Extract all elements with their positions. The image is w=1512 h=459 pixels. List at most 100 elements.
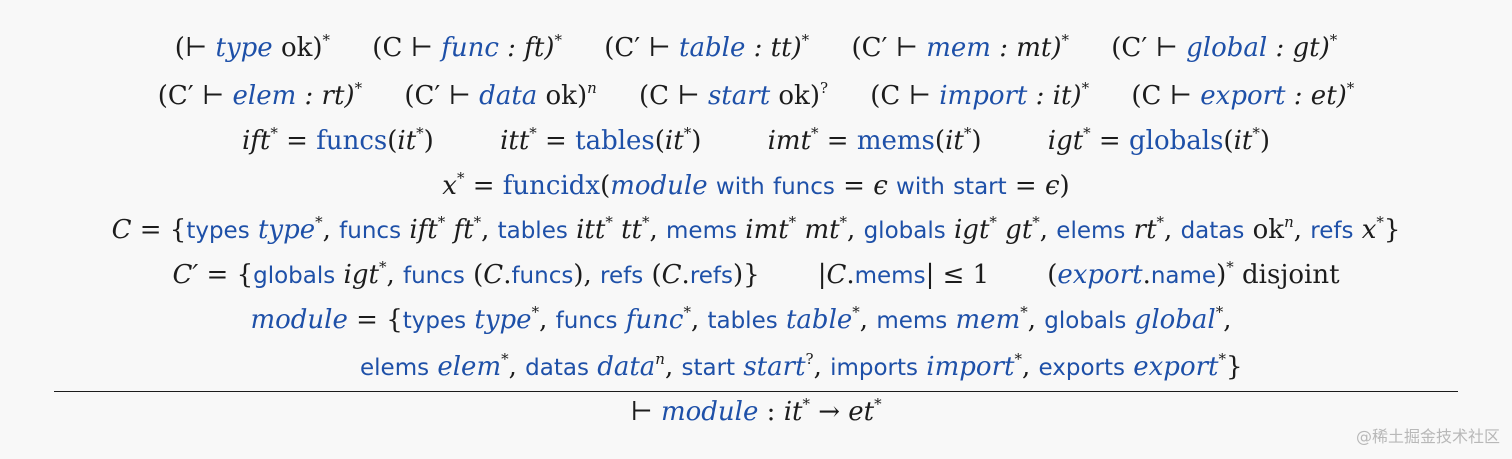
premise-keyword: mem bbox=[926, 33, 991, 63]
equation-fn: funcs bbox=[316, 126, 388, 156]
field-value: ft bbox=[453, 215, 474, 245]
funcidx-start: start bbox=[953, 174, 1007, 200]
field-value: func bbox=[625, 305, 684, 335]
premise-keyword: elem bbox=[232, 81, 297, 111]
field-value: ift bbox=[409, 215, 438, 245]
premise-start: (C ⊢ start ok)? bbox=[639, 81, 828, 112]
field-value: elem bbox=[437, 352, 502, 382]
watermark: @稀土掘金技术社区 bbox=[1355, 427, 1500, 446]
field-value: C bbox=[483, 260, 504, 290]
premise-open: (C′ ⊢ bbox=[157, 81, 233, 111]
mems-bound: ≤ 1 bbox=[942, 260, 990, 290]
premise-open: (C′ ⊢ bbox=[1111, 33, 1187, 63]
premise-sup: * bbox=[322, 31, 331, 49]
equation-lhs: imt bbox=[767, 126, 812, 156]
field-refs: refs bbox=[600, 263, 644, 289]
premise-elem: (C′ ⊢ elem : rt)* bbox=[157, 79, 363, 112]
field-start: start bbox=[681, 355, 736, 381]
export-var: export bbox=[1057, 260, 1143, 290]
premise-func: (C ⊢ func : ft)* bbox=[372, 31, 562, 64]
field-value: rt bbox=[1133, 215, 1157, 245]
premise-table: (C′ ⊢ table : tt)* bbox=[604, 31, 810, 64]
premise-keyword: data bbox=[479, 81, 538, 111]
field-funcs: funcs bbox=[511, 263, 574, 289]
inference-bar bbox=[54, 391, 1458, 392]
premise-keyword: table bbox=[679, 33, 746, 63]
premise-global: (C′ ⊢ global : gt)* bbox=[1111, 33, 1337, 64]
premise-line-8: elems elem*, datas datan, start start?, … bbox=[360, 350, 1243, 383]
premise-rest: : et) bbox=[1285, 81, 1347, 111]
premise-type-ok: (⊢ type ok)* bbox=[175, 31, 331, 64]
field-refs: refs bbox=[1310, 218, 1354, 244]
premise-rest: ok) bbox=[770, 81, 820, 111]
field-mems: mems bbox=[854, 263, 926, 289]
equation-op: = bbox=[1090, 126, 1129, 156]
premise-sup: * bbox=[1061, 31, 1070, 49]
field-funcs: funcs bbox=[555, 308, 618, 334]
premise-rest: : rt) bbox=[296, 81, 355, 111]
premise-export: (C ⊢ export : et)* bbox=[1131, 79, 1355, 112]
premise-line-6: C′ = {globals igt*, funcs (C.funcs), ref… bbox=[172, 258, 1340, 291]
equation-op: = bbox=[536, 126, 576, 156]
context-C: C bbox=[111, 215, 132, 245]
context-C-prime: C′ bbox=[172, 260, 199, 290]
premise-sup: * bbox=[1346, 79, 1355, 97]
equation-igt: igt* = globals(it*) bbox=[1047, 124, 1270, 157]
disjoint-label: disjoint bbox=[1242, 260, 1340, 290]
premise-open: (C ⊢ bbox=[870, 81, 940, 111]
premise-keyword: func bbox=[441, 33, 499, 63]
field-value: table bbox=[785, 305, 853, 335]
field-value: igt bbox=[343, 260, 379, 290]
premise-open: (C′ ⊢ bbox=[404, 81, 480, 111]
field-value: gt bbox=[1005, 215, 1033, 245]
funcidx-with: with bbox=[715, 174, 765, 200]
field-value: igt bbox=[953, 215, 990, 245]
field-value: start bbox=[743, 352, 806, 382]
field-value: data bbox=[597, 352, 656, 382]
premise-sup: * bbox=[801, 31, 810, 49]
premise-open: (C ⊢ bbox=[372, 33, 442, 63]
field-types: types bbox=[186, 218, 250, 244]
field-value: type bbox=[257, 215, 316, 245]
funcidx-epsilon: ϵ bbox=[873, 171, 888, 201]
field-globals: globals bbox=[1044, 308, 1127, 334]
premise-keyword: type bbox=[215, 33, 273, 63]
field-value: x bbox=[1361, 215, 1377, 245]
field-name: name bbox=[1150, 263, 1217, 289]
equation-arg: it bbox=[397, 126, 417, 156]
premise-keyword: import bbox=[939, 81, 1028, 111]
conclusion-it: it bbox=[783, 397, 803, 427]
field-funcs: funcs bbox=[339, 218, 402, 244]
premise-line-5: C = {types type*, funcs ift* ft*, tables… bbox=[111, 213, 1401, 246]
premise-data: (C′ ⊢ data ok)n bbox=[404, 81, 596, 112]
equation-lhs: itt bbox=[500, 126, 530, 156]
field-value: mt bbox=[804, 215, 840, 245]
funcidx-fn: funcidx bbox=[502, 171, 601, 201]
equation-lhs: igt bbox=[1047, 126, 1084, 156]
premise-import: (C ⊢ import : it)* bbox=[870, 81, 1089, 112]
equation-lhs: ift bbox=[241, 126, 271, 156]
equation-arg: it bbox=[1233, 126, 1253, 156]
funcidx-lhs: x bbox=[442, 171, 457, 201]
premise-rest: : it) bbox=[1027, 81, 1082, 111]
equation-ift: ift* = funcs(it*) bbox=[241, 124, 434, 157]
field-refs: refs bbox=[689, 263, 733, 289]
conclusion-turnstile: ⊢ bbox=[630, 397, 661, 427]
field-imports: imports bbox=[830, 355, 919, 381]
premise-rest: : tt) bbox=[745, 33, 802, 63]
equation-op: = bbox=[818, 126, 857, 156]
premise-line-7: module = {types type*, funcs func*, tabl… bbox=[250, 303, 1232, 336]
module-var: module bbox=[250, 305, 348, 335]
premise-keyword: global bbox=[1186, 33, 1268, 63]
premise-sup: * bbox=[354, 79, 363, 97]
premise-keyword: start bbox=[707, 81, 771, 111]
premise-line-3: ift* = funcs(it*) itt* = tables(it*) imt… bbox=[0, 124, 1512, 158]
premise-rest: ok) bbox=[272, 33, 323, 63]
field-tables: tables bbox=[707, 308, 778, 334]
premise-open: (C′ ⊢ bbox=[851, 33, 927, 63]
equation-fn: tables bbox=[575, 126, 655, 156]
premise-sup: * bbox=[554, 31, 562, 49]
field-elems: elems bbox=[360, 355, 430, 381]
premise-line-1: (⊢ type ok)* (C ⊢ func : ft)* (C′ ⊢ tabl… bbox=[0, 31, 1512, 65]
